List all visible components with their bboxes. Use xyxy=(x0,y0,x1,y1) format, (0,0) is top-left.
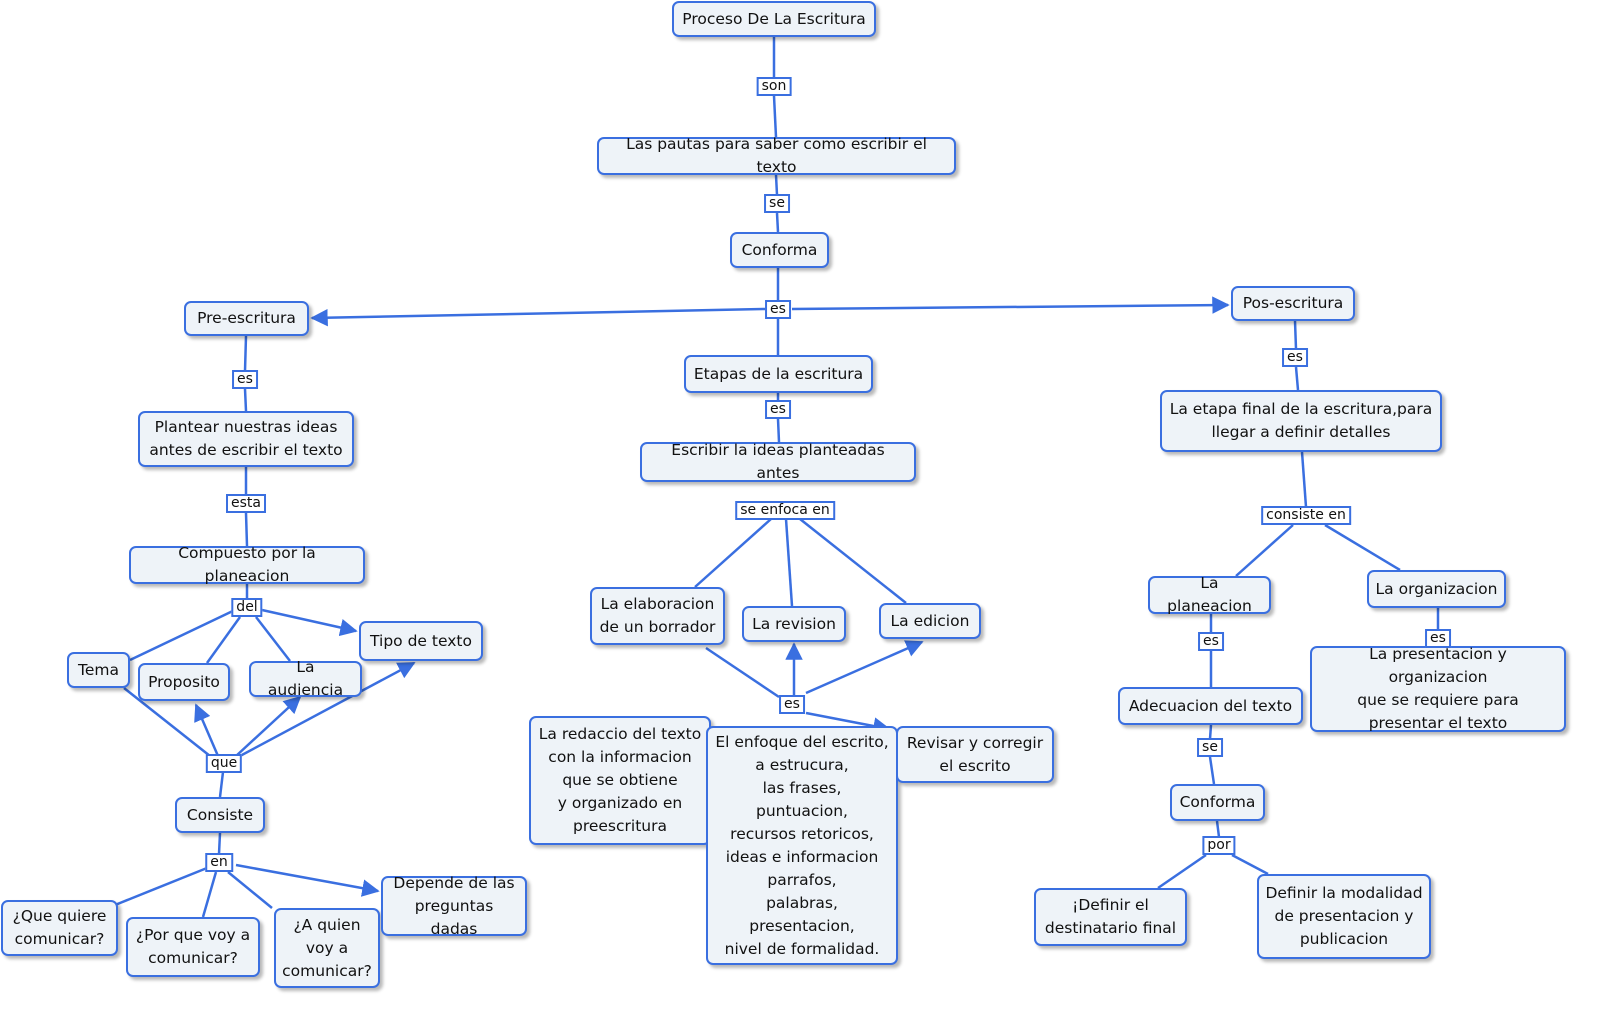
link-se-enfoca-en[interactable]: se enfoca en xyxy=(735,501,835,520)
connector-line xyxy=(1208,756,1216,785)
connector-line xyxy=(255,616,291,662)
connector-line xyxy=(694,518,772,588)
node-adecuacion-texto[interactable]: Adecuacion del texto xyxy=(1118,687,1303,725)
node-escribir-ideas[interactable]: Escribir la ideas planteadas antes xyxy=(640,441,916,482)
link-esta[interactable]: esta xyxy=(226,494,266,513)
connector-line xyxy=(310,307,766,327)
connector-line xyxy=(243,335,248,372)
link-es-pos[interactable]: es xyxy=(1282,348,1308,367)
connector-line xyxy=(1215,820,1221,838)
connector-line xyxy=(123,687,211,757)
node-tema[interactable]: Tema xyxy=(67,652,130,688)
connector-line xyxy=(1235,524,1294,577)
node-audiencia[interactable]: La audiencia xyxy=(249,658,362,699)
connector-line xyxy=(791,296,1230,314)
connector-line xyxy=(799,518,907,604)
link-es-mid[interactable]: es xyxy=(779,695,805,714)
node-compuesto-planeacion[interactable]: Compuesto por la planeacion xyxy=(129,544,365,585)
node-revisar-corregir[interactable]: Revisar y corregir el escrito xyxy=(896,726,1054,783)
link-es-etapas[interactable]: es xyxy=(765,400,791,419)
connector-line xyxy=(774,174,779,196)
connector-line xyxy=(1324,523,1401,572)
node-por-que-comunicar[interactable]: ¿Por que voy a comunicar? xyxy=(126,917,260,977)
node-planeacion[interactable]: La planeacion xyxy=(1148,574,1271,615)
link-es-center[interactable]: es xyxy=(765,300,791,319)
node-proceso-escritura[interactable]: Proceso De La Escritura xyxy=(672,1,876,37)
link-del[interactable]: del xyxy=(231,598,263,617)
link-en[interactable]: en xyxy=(205,853,233,872)
node-pre-escritura[interactable]: Pre-escritura xyxy=(184,301,309,336)
connector-line xyxy=(129,607,238,662)
link-es-pre[interactable]: es xyxy=(232,370,258,389)
connector-line xyxy=(217,832,222,855)
connector-line xyxy=(239,661,416,758)
link-que[interactable]: que xyxy=(205,754,243,773)
node-presentacion-organizacion[interactable]: La presentacion y organizacion que se re… xyxy=(1310,645,1566,732)
connector-line xyxy=(205,616,242,664)
connector-line xyxy=(772,95,778,138)
node-conforma-right[interactable]: Conforma xyxy=(1170,784,1265,821)
node-definir-destinatario[interactable]: ¡Definir el destinatario final xyxy=(1034,888,1187,946)
node-tipo-texto[interactable]: Tipo de texto xyxy=(359,621,483,661)
node-elaboracion-borrador[interactable]: La elaboracion de un borrador xyxy=(590,587,725,645)
connector-line xyxy=(218,771,225,798)
node-consiste[interactable]: Consiste xyxy=(175,797,265,833)
node-organizacion[interactable]: La organizacion xyxy=(1367,570,1506,608)
connector-line xyxy=(243,388,248,412)
connector-line xyxy=(244,512,249,547)
connector-line xyxy=(261,608,358,637)
connector-line xyxy=(114,866,208,907)
connector-line xyxy=(1293,320,1298,350)
node-pos-escritura[interactable]: Pos-escritura xyxy=(1231,286,1355,321)
link-son[interactable]: son xyxy=(756,77,792,96)
link-es-organizacion[interactable]: es xyxy=(1425,629,1451,648)
node-pautas[interactable]: Las pautas para saber como escribir el t… xyxy=(597,135,956,176)
node-revision[interactable]: La revision xyxy=(742,606,846,642)
node-etapa-final[interactable]: La etapa final de la escritura,para lleg… xyxy=(1160,390,1442,452)
node-depende-preguntas[interactable]: Depende de las preguntas dadas xyxy=(381,874,527,938)
link-por[interactable]: por xyxy=(1202,836,1236,855)
connector-line xyxy=(705,646,780,699)
link-se-top[interactable]: se xyxy=(764,194,790,213)
node-proposito[interactable]: Proposito xyxy=(138,663,230,701)
connector-line xyxy=(775,212,780,233)
node-conforma-top[interactable]: Conforma xyxy=(730,232,829,268)
connector-line xyxy=(227,871,273,909)
connector-line xyxy=(1231,853,1269,876)
node-enfoque-escrito[interactable]: El enfoque del escrito, a estrucura, las… xyxy=(706,726,898,965)
link-consiste-en[interactable]: consiste en xyxy=(1261,506,1351,525)
link-es-planeacion[interactable]: es xyxy=(1198,632,1224,651)
node-edicion[interactable]: La edicion xyxy=(879,603,981,639)
connector-line xyxy=(1300,451,1308,508)
node-redaccio-texto[interactable]: La redaccio del texto con la informacion… xyxy=(529,716,711,845)
node-que-quiere-comunicar[interactable]: ¿Que quiere comunicar? xyxy=(1,900,118,956)
link-se-right[interactable]: se xyxy=(1197,738,1223,757)
connector-line xyxy=(1294,366,1300,391)
connector-line xyxy=(776,418,781,443)
node-plantear-ideas[interactable]: Plantear nuestras ideas antes de escribi… xyxy=(138,411,354,467)
connector-line xyxy=(784,518,794,607)
node-a-quien-comunicar[interactable]: ¿A quien voy a comunicar? xyxy=(274,908,380,988)
node-definir-modalidad[interactable]: Definir la modalidad de presentacion y p… xyxy=(1257,874,1431,959)
connector-line xyxy=(1208,724,1213,740)
connector-line xyxy=(235,695,302,757)
connector-line xyxy=(805,640,924,695)
connector-line xyxy=(194,703,220,757)
node-etapas-escritura[interactable]: Etapas de la escritura xyxy=(684,355,873,393)
connector-line xyxy=(201,871,218,918)
connector-line xyxy=(1157,853,1207,890)
connector-line xyxy=(235,863,380,897)
